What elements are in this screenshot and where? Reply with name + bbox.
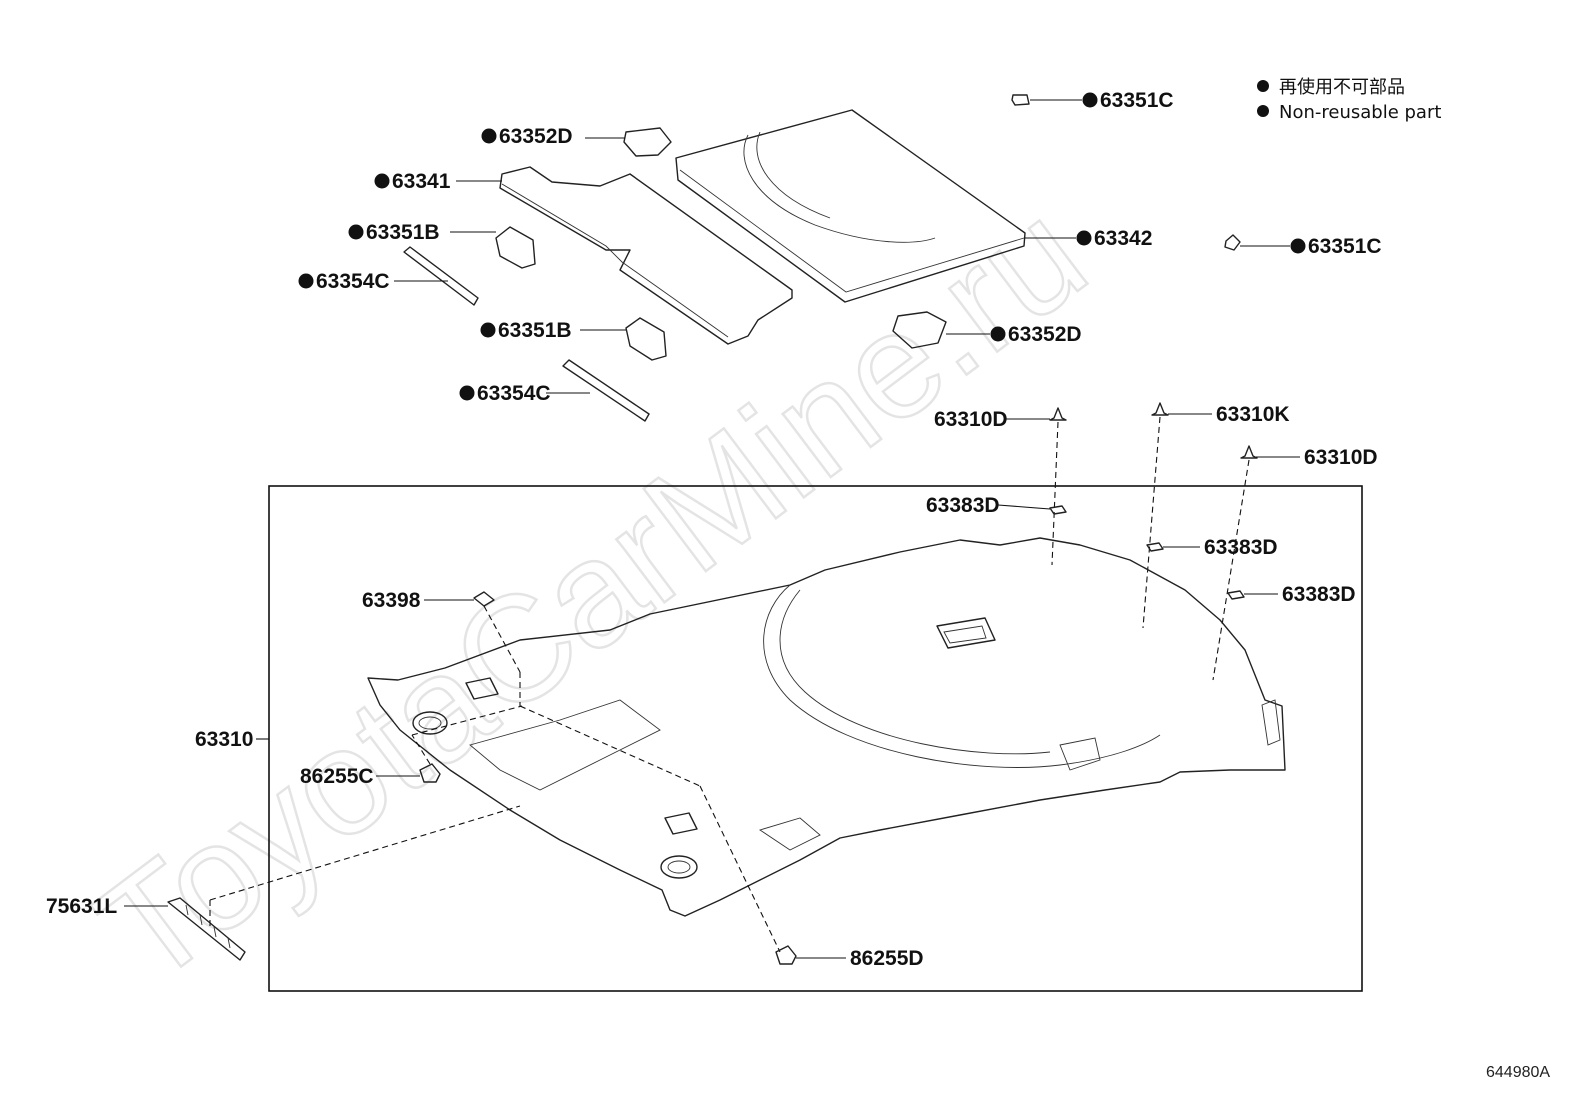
label-63383D-right: 63383D [1282,583,1356,606]
part-63352D-lower [892,311,947,349]
label-63352D-lower: 63352D [1008,323,1082,346]
part-86255C [419,763,441,783]
label-63351B-lower: 63351B [498,319,572,342]
part-86255D [775,945,797,965]
non-reusable-dot-icon [1082,92,1098,108]
watermark: ToyotaCarMine.ru [68,169,1115,1016]
label-63354C-upper: 63354C [316,270,390,293]
non-reusable-dot-icon [1290,238,1306,254]
label-63351B-upper: 63351B [366,221,440,244]
legend-english: Non-reusable part [1279,102,1441,123]
parts-63383D [997,504,1278,600]
label-63398: 63398 [362,589,421,612]
part-63354C-lower [562,359,650,422]
label-63354C-lower: 63354C [477,382,551,405]
part-63351B-lower [625,317,667,361]
label-86255C: 86255C [300,765,374,788]
non-reusable-dot-icon [480,322,496,338]
part-63351C-upper [1011,94,1030,106]
non-reusable-dot-icon [1076,230,1092,246]
non-reusable-dot-icon [348,224,364,240]
label-63352D-upper: 63352D [499,125,573,148]
upper-labels: 63351C 63352D 63341 63351B 63354C 63342 … [298,89,1382,405]
part-63351B-upper [495,226,536,269]
label-63310D-left: 63310D [934,408,1008,431]
part-63342-pad [675,109,1026,303]
label-63342: 63342 [1094,227,1152,250]
part-63310-headliner [367,537,1286,917]
legend-japanese: 再使用不可部品 [1279,77,1405,98]
label-86255D: 86255D [850,947,924,970]
part-75631L [167,897,246,961]
label-63383D-top: 63383D [926,494,1000,517]
clips-63310 [1004,402,1300,681]
part-63352D-upper [623,127,672,157]
label-63310K: 63310K [1216,403,1290,426]
label-63351C-upper: 63351C [1100,89,1174,112]
non-reusable-dot-icon [1257,105,1269,117]
non-reusable-dot-icon [459,385,475,401]
non-reusable-dot-icon [1257,80,1269,92]
part-63351C-right [1224,234,1241,251]
part-63354C-upper [403,246,479,306]
non-reusable-dot-icon [481,128,497,144]
upper-leader-lines [394,99,1290,394]
label-63341: 63341 [392,170,451,193]
label-63383D-middle: 63383D [1204,536,1278,559]
non-reusable-dot-icon [298,273,314,289]
label-63310: 63310 [195,728,253,751]
non-reusable-dot-icon [374,173,390,189]
label-75631L: 75631L [46,895,117,918]
non-reusable-dot-icon [990,326,1006,342]
part-63398 [473,591,495,607]
label-63310D-right: 63310D [1304,446,1378,469]
label-63351C-right: 63351C [1308,235,1382,258]
part-63341-pad [499,166,793,345]
figure-number: 644980A [1486,1064,1550,1081]
legend: 再使用不可部品 Non-reusable part [1257,77,1441,123]
